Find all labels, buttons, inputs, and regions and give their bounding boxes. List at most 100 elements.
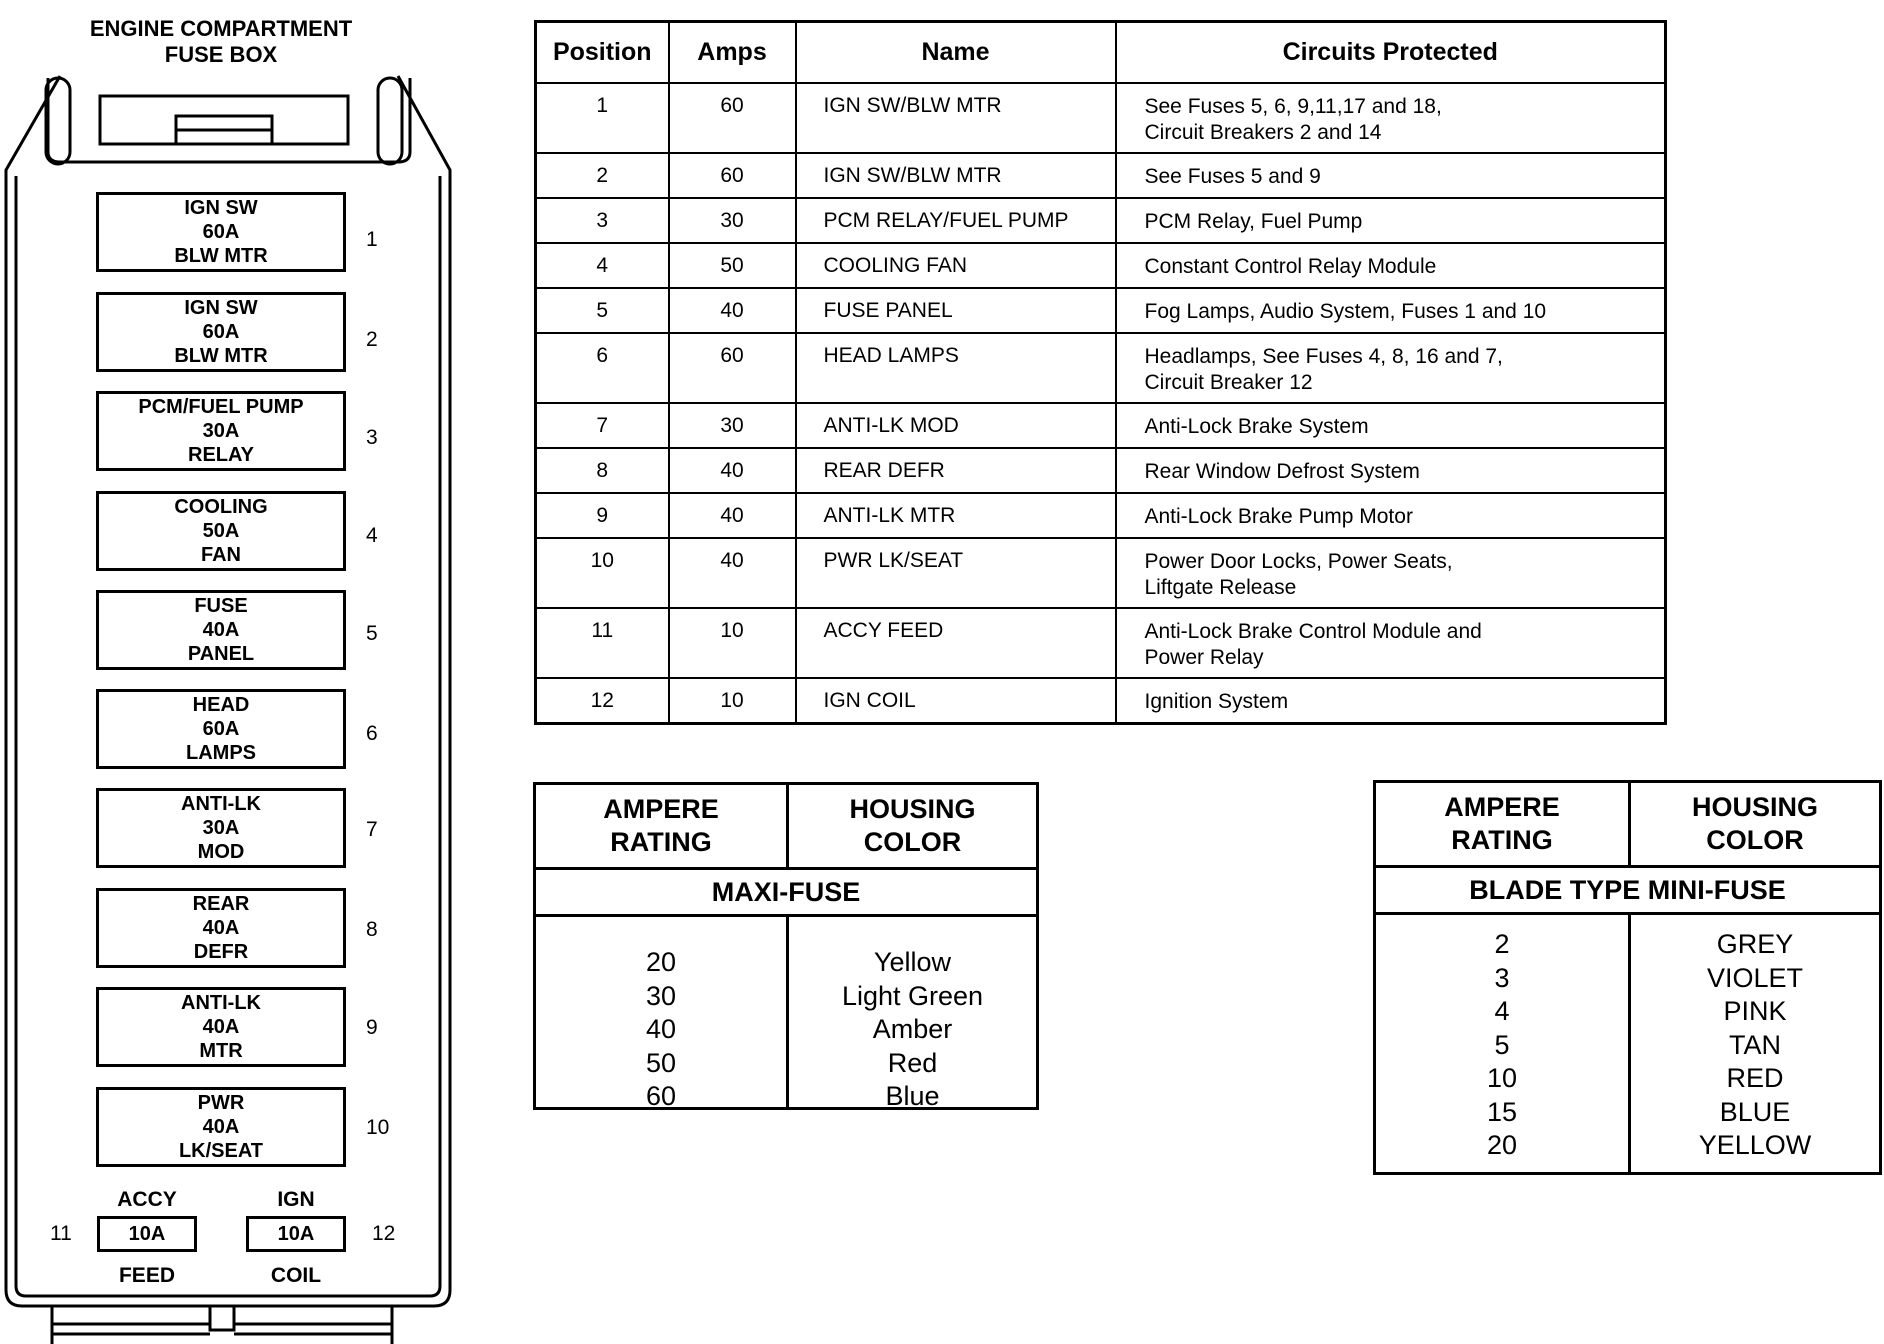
ampere-rating-value: 40 [645,1014,677,1044]
fuse-box-title-line2: FUSE BOX [164,42,278,67]
cell-amps: 40 [667,287,797,334]
housing-color-value: Red [887,1047,938,1078]
cell-circuits: See Fuses 5, 6, 9,11,17 and 18,Circuit B… [1114,82,1667,154]
mini-fuse-section-title: BLADE TYPE MINI-FUSE [1376,865,1879,915]
fuse-amps: 60A [202,321,240,343]
fuse-amps: 40A [202,917,240,939]
fuse-label-top: ANTI-LK [181,793,261,815]
cell-circuits: Headlamps, See Fuses 4, 8, 16 and 7, Circ… [1114,332,1667,404]
cell-amps: 30 [667,197,797,244]
housing-color-value: VIOLET [1706,962,1804,993]
cell-name: REAR DEFR [794,447,1117,494]
cell-name: PWR LK/SEAT [794,537,1117,609]
housing-color-header: HOUSING COLOR [789,785,1036,867]
circuit-line: Anti-Lock Brake System [1144,415,1369,438]
cell-amps: 10 [667,677,797,724]
maxi-fuse-section-title: MAXI-FUSE [536,867,1036,917]
housing-color-value: TAN [1729,1029,1781,1060]
fuse-label-top: COOLING [174,496,268,518]
fuse-label-bottom: DEFR [193,941,249,963]
fuse-slot-7: ANTI-LK 30A MOD [96,788,346,868]
cell-position: 2 [534,152,670,199]
fuse-slot-10: PWR 40A LK/SEAT [96,1087,346,1167]
circuit-line: Circuit Breaker 12 [1144,371,1313,394]
cell-amps: 30 [667,402,797,449]
cell-amps: 60 [667,82,797,154]
cell-position: 10 [534,537,670,609]
circuit-line: Rear Window Defrost System [1144,460,1420,483]
fuse-box-diagram: ENGINE COMPARTMENT FUSE BOX IGN [0,0,470,1344]
column-divider [786,917,789,1107]
cell-position: 3 [534,197,670,244]
housing-color-value: Blue [885,1081,940,1111]
fuse-label-bottom: BLW MTR [174,345,268,367]
fuse-label-bottom: BLW MTR [174,245,268,267]
mini-fuse-label-bottom: FEED [118,1264,175,1287]
column-divider [1628,915,1631,1172]
cell-circuits: Anti-Lock Brake Pump Motor [1114,492,1667,539]
cell-name: ANTI-LK MTR [794,492,1117,539]
circuit-line: Anti-Lock Brake Control Module and [1144,620,1482,643]
fuse-slot-5: FUSE 40A PANEL [96,590,346,670]
fuse-label-top: REAR [192,893,250,915]
housing-color-value: PINK [1723,996,1787,1026]
fuse-amps: 50A [202,520,240,542]
cell-name: FUSE PANEL [794,287,1117,334]
cell-position: 4 [534,242,670,289]
fuse-slot-6: HEAD 60A LAMPS [96,689,346,769]
fuse-number: 3 [366,426,378,449]
header-line: COLOR [1706,825,1804,855]
column-divider [1628,783,1631,865]
fuse-label-bottom: LK/SEAT [178,1140,264,1162]
fuse-label-top: IGN SW [184,197,258,219]
fuse-number: 6 [366,722,378,745]
ampere-rating-value: 30 [645,980,677,1011]
cell-position: 11 [534,607,670,679]
fuse-amps: 30A [202,817,240,839]
fuse-amps: 10A [277,1223,315,1245]
cell-name: PCM RELAY/FUEL PUMP [794,197,1117,244]
cell-circuits: Constant Control Relay Module [1114,242,1667,289]
circuit-line: Headlamps, See Fuses 4, 8, 16 and 7, [1144,345,1503,368]
fuse-number: 5 [366,622,378,645]
fuse-label-bottom: LAMPS [186,742,256,764]
header-line: HOUSING [1691,792,1818,822]
cell-amps: 40 [667,447,797,494]
fuse-amps: 60A [202,718,240,740]
housing-color-value: Amber [872,1014,953,1044]
circuit-line: See Fuses 5 and 9 [1144,165,1321,188]
cell-position: 12 [534,677,670,724]
fuse-label-top: ANTI-LK [181,992,261,1014]
cell-position: 6 [534,332,670,404]
cell-position: 7 [534,402,670,449]
fuse-label-bottom: MTR [199,1040,243,1062]
column-header-name: Name [794,20,1117,84]
mini-fuse-label-bottom: COIL [270,1264,322,1287]
ampere-rating-value: 15 [1486,1096,1518,1127]
cell-amps: 40 [667,492,797,539]
cell-position: 8 [534,447,670,494]
cell-name: HEAD LAMPS [794,332,1117,404]
fuse-slot-2: IGN SW 60A BLW MTR [96,292,346,372]
column-header-amps: Amps [667,20,797,84]
fuse-table-header: Position Amps Name Circuits Protected [534,20,1667,84]
fuse-box-title-line1: ENGINE COMPARTMENT [89,16,353,41]
cell-amps: 60 [667,152,797,199]
housing-color-value: YELLOW [1698,1130,1812,1160]
column-header-circuits: Circuits Protected [1114,20,1667,84]
ampere-rating-value: 50 [645,1047,677,1078]
fuse-amps: 60A [202,221,240,243]
mini-fuse-label-top: IGN [277,1188,315,1211]
header-line: RATING [1451,825,1553,855]
fuse-label-top: IGN SW [184,297,258,319]
